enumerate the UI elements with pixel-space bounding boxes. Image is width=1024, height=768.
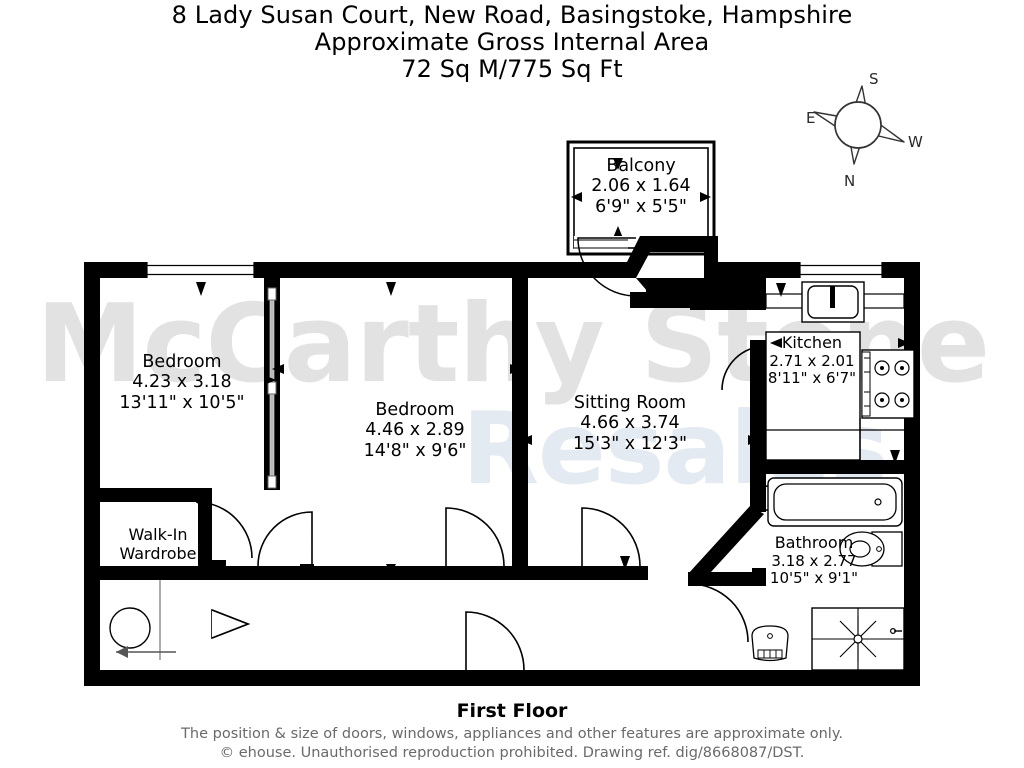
room-label-bedroom-mid: Bedroom 4.46 x 2.89 14'8" x 9'6" <box>322 400 508 461</box>
bedroom-left-dim-metric: 4.23 x 3.18 <box>132 372 232 393</box>
compass-label-west: W <box>908 133 923 151</box>
sitting-room-dim-metric: 4.66 x 3.74 <box>580 413 680 434</box>
compass-label-east: E <box>806 109 816 127</box>
page-title: 8 Lady Susan Court, New Road, Basingstok… <box>0 2 1024 83</box>
room-label-sitting-room: Sitting Room 4.66 x 3.74 15'3" x 12'3" <box>542 393 718 454</box>
room-label-kitchen: Kitchen 2.71 x 2.01 8'11" x 6'7" <box>756 333 868 387</box>
balcony-dim-metric: 2.06 x 1.64 <box>591 176 691 197</box>
bathroom-dim-imperial: 10'5" x 9'1" <box>769 568 859 587</box>
windows <box>146 236 883 278</box>
property-address: 8 Lady Susan Court, New Road, Basingstok… <box>171 1 853 29</box>
toilet-icon <box>839 531 903 567</box>
interior-walls <box>100 278 904 586</box>
room-label-walk-in-wardrobe: Walk-In Wardrobe <box>104 525 212 563</box>
footer: First Floor The position & size of doors… <box>0 700 1024 763</box>
bathroom-dim-metric: 3.18 x 2.77 <box>771 551 857 570</box>
footer-copyright: © ehouse. Unauthorised reproduction proh… <box>219 745 805 762</box>
kitchen-fittings <box>721 281 915 511</box>
room-label-balcony: Balcony 2.06 x 1.64 6'9" x 5'5" <box>583 156 699 217</box>
balcony-dim-imperial: 6'9" x 5'5" <box>595 196 687 217</box>
dimension-arrows <box>88 282 910 574</box>
basin-icon <box>751 625 789 662</box>
bedroom-left-dim-imperial: 13'11" x 10'5" <box>119 392 245 413</box>
footer-disclaimer: The position & size of doors, windows, a… <box>181 726 843 742</box>
area-value: 72 Sq M/775 Sq Ft <box>401 54 623 83</box>
compass-rose <box>813 85 905 165</box>
kitchen-dim-metric: 2.71 x 2.01 <box>769 351 855 370</box>
shower-tray-icon <box>811 607 905 671</box>
room-label-bathroom: Bathroom 3.18 x 2.77 10'5" x 9'1" <box>752 533 876 587</box>
bedroom-mid-name: Bedroom <box>375 400 455 420</box>
sink-icon <box>801 281 865 323</box>
wardrobe-name-line1: Walk-In <box>128 525 188 544</box>
wardrobe-name-line2: Wardrobe <box>119 543 197 563</box>
bedroom-mid-dim-metric: 4.46 x 2.89 <box>365 420 465 441</box>
area-label: Approximate Gross Internal Area <box>314 27 710 56</box>
floor-title: First Floor <box>456 700 568 722</box>
sitting-room-name: Sitting Room <box>573 393 687 413</box>
bathroom-name: Bathroom <box>774 533 854 552</box>
door-swings <box>257 237 749 671</box>
bedroom-mid-dim-imperial: 14'8" x 9'6" <box>363 440 467 461</box>
bedroom-left-name: Bedroom <box>142 352 222 372</box>
cooker-icon <box>861 349 915 419</box>
room-label-bedroom-left: Bedroom 4.23 x 3.18 13'11" x 10'5" <box>102 352 262 413</box>
kitchen-name: Kitchen <box>781 333 843 352</box>
lower-left-fittings <box>109 501 253 660</box>
sitting-room-dim-imperial: 15'3" x 12'3" <box>572 433 687 454</box>
bathroom-fittings <box>751 477 905 671</box>
compass-label-north: N <box>844 172 856 190</box>
balcony-name: Balcony <box>606 156 676 176</box>
bathtub-icon <box>767 477 903 527</box>
kitchen-dim-imperial: 8'11" x 6'7" <box>767 368 857 387</box>
compass-label-south: S <box>869 70 879 88</box>
